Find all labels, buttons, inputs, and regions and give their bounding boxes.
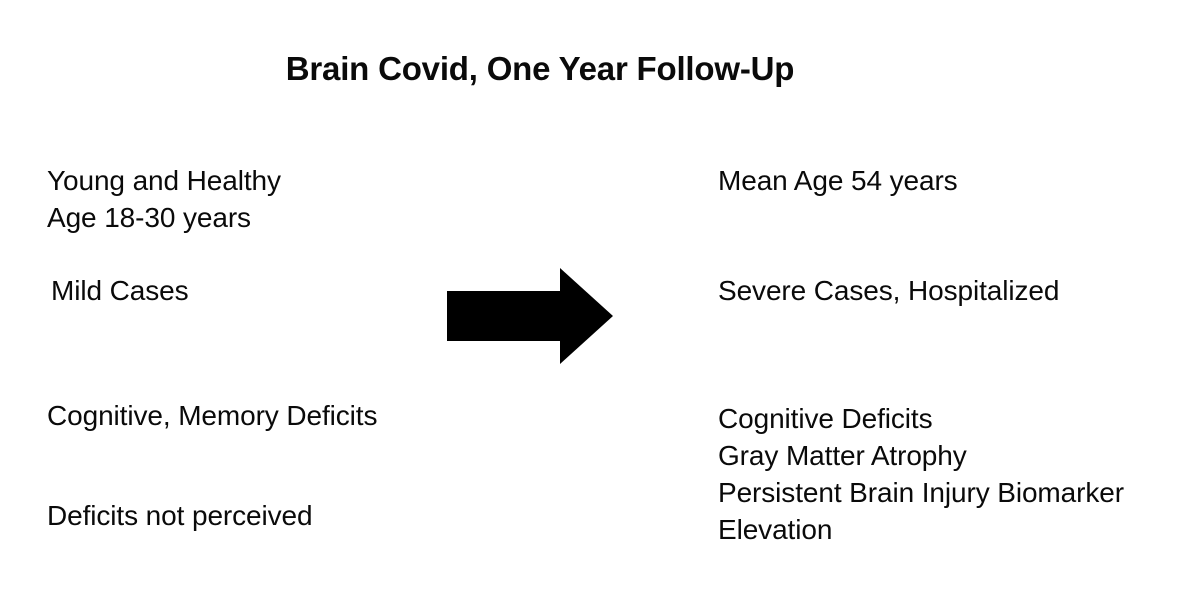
left-profile-block: Young and Healthy Age 18-30 years <box>47 162 281 236</box>
left-severity-line-1: Mild Cases <box>51 275 189 306</box>
right-severity-line-1: Severe Cases, Hospitalized <box>718 275 1060 306</box>
left-profile-line-1: Young and Healthy <box>47 165 281 196</box>
page-title: Brain Covid, One Year Follow-Up <box>285 50 795 87</box>
right-outcome-block: Cognitive Deficits Gray Matter Atrophy P… <box>718 400 1124 548</box>
left-outcome-block: Cognitive, Memory Deficits <box>47 397 377 434</box>
right-outcome-line-1: Cognitive Deficits <box>718 403 933 434</box>
right-outcome-line-4: Elevation <box>718 514 833 545</box>
left-outcome-line-1: Cognitive, Memory Deficits <box>47 400 378 431</box>
arrow-right-icon <box>447 266 613 366</box>
left-severity-block: Mild Cases <box>51 272 189 309</box>
right-outcome-line-3: Persistent Brain Injury Biomarker <box>718 477 1124 508</box>
right-severity-block: Severe Cases, Hospitalized <box>718 272 1059 309</box>
left-awareness-line-1: Deficits not perceived <box>47 500 313 531</box>
right-profile-block: Mean Age 54 years <box>718 162 958 199</box>
right-column: Mean Age 54 years Severe Cases, Hospital… <box>700 0 1200 608</box>
left-column: Young and Healthy Age 18-30 years Mild C… <box>0 0 430 608</box>
left-awareness-block: Deficits not perceived <box>47 497 313 534</box>
left-profile-line-2: Age 18-30 years <box>47 202 251 233</box>
right-outcome-line-2: Gray Matter Atrophy <box>718 440 967 471</box>
right-profile-line-1: Mean Age 54 years <box>718 165 958 196</box>
